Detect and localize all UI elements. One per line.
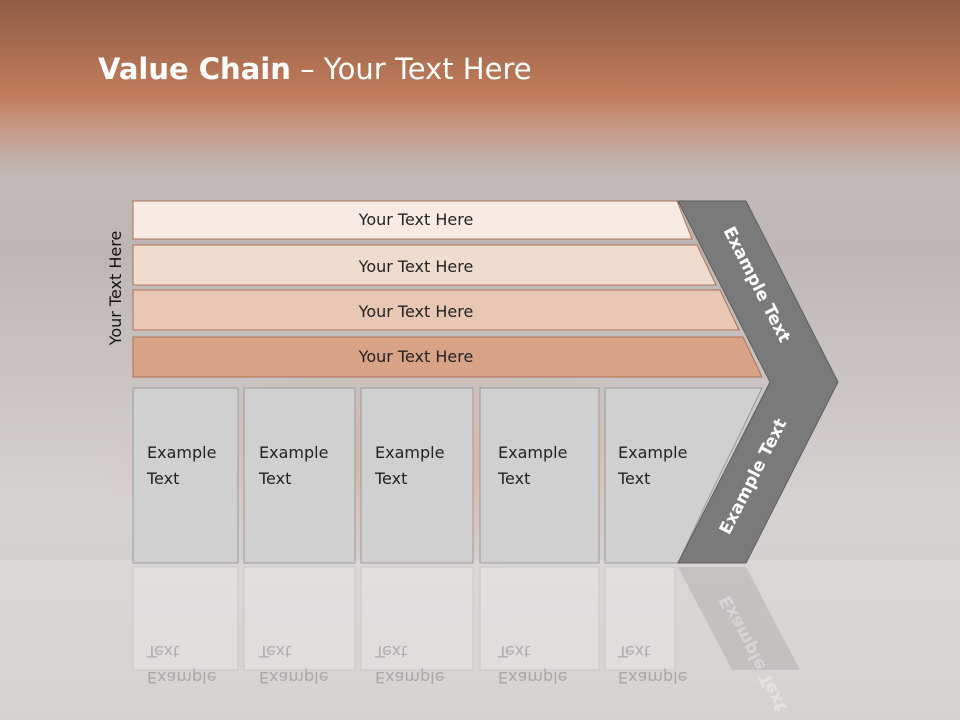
- column-3-line2: Text: [374, 469, 407, 488]
- column-5: [604, 387, 763, 564]
- diagram-reflection: [132, 566, 800, 671]
- band-2-label: Your Text Here: [358, 257, 474, 276]
- reflection-col-5-line1: Example: [618, 668, 687, 687]
- reflection-col-3-line1: Example: [375, 668, 444, 687]
- reflection-col-2-line2: Text: [258, 642, 291, 661]
- column-2-line1: Example: [259, 443, 328, 462]
- margin-chevron: [677, 200, 839, 564]
- reflection-col-4-line1: Example: [498, 668, 567, 687]
- reflection-col-1-line1: Example: [147, 668, 216, 687]
- column-2: [243, 387, 356, 564]
- reflection-col-4-line2: Text: [497, 642, 530, 661]
- band-2: [132, 244, 717, 286]
- reflection-col-3-line2: Text: [374, 642, 407, 661]
- column-5-line2: Text: [617, 469, 650, 488]
- column-1-line2: Text: [146, 469, 179, 488]
- title-rest: – Your Text Here: [290, 52, 532, 86]
- page-title: Value Chain – Your Text Here: [98, 52, 532, 86]
- side-label: Your Text Here: [106, 231, 125, 347]
- band-1-label: Your Text Here: [358, 210, 474, 229]
- band-1: [132, 200, 693, 240]
- band-3-label: Your Text Here: [358, 302, 474, 321]
- reflection-col-1-line2: Text: [146, 642, 179, 661]
- reflection-col-2-line1: Example: [259, 668, 328, 687]
- column-3-line1: Example: [375, 443, 444, 462]
- column-1-line1: Example: [147, 443, 216, 462]
- column-3: [360, 387, 474, 564]
- band-3: [132, 289, 740, 331]
- column-4-line2: Text: [497, 469, 530, 488]
- band-4: [132, 336, 763, 378]
- title-bold: Value Chain: [98, 52, 291, 86]
- column-2-line2: Text: [258, 469, 291, 488]
- band-4-label: Your Text Here: [358, 347, 474, 366]
- column-4-line1: Example: [498, 443, 567, 462]
- column-5-line1: Example: [618, 443, 687, 462]
- reflection-col-5-line2: Text: [617, 642, 650, 661]
- column-4: [479, 387, 600, 564]
- column-1: [132, 387, 239, 564]
